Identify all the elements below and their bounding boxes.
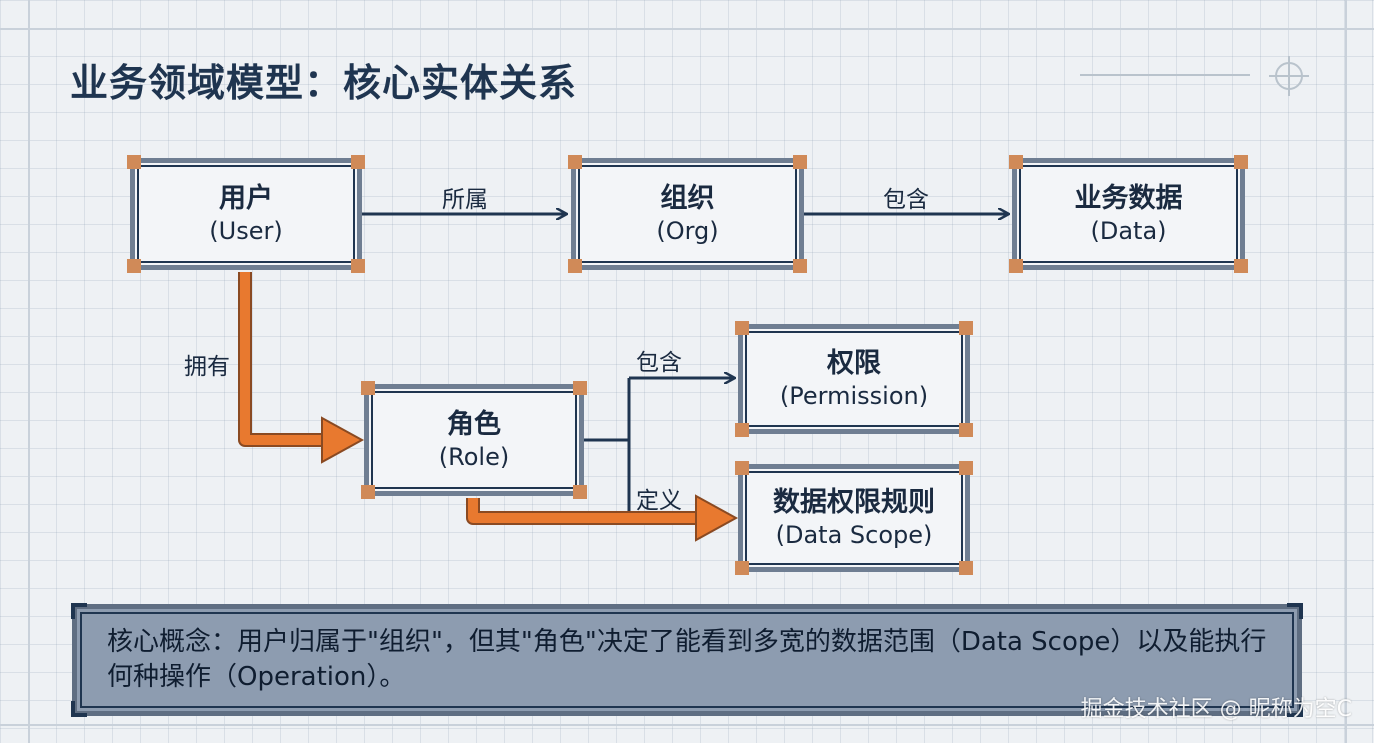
- label-role-scope: 定义: [636, 488, 682, 514]
- node-role-name: 角色: [447, 409, 501, 441]
- node-scope: 数据权限规则 (Data Scope): [735, 461, 973, 575]
- node-role: 角色 (Role): [361, 381, 587, 499]
- node-org-name: 组织: [660, 183, 715, 215]
- label-user-org: 所属: [442, 187, 488, 213]
- node-org: 组织 (Org): [568, 155, 807, 273]
- label-role-permission: 包含: [636, 350, 682, 376]
- node-data: 业务数据 (Data): [1009, 155, 1248, 273]
- edge-user-role-arrowhead: [321, 416, 365, 464]
- frame-line-left: [28, 0, 30, 743]
- frame-line-bottom: [0, 724, 1374, 726]
- frame-line-right: [1345, 0, 1347, 743]
- watermark: 掘金技术社区 @ 昵称为空C: [1080, 697, 1352, 722]
- edge-role-scope-arrowhead: [695, 494, 739, 542]
- node-data-en: (Data): [1090, 216, 1167, 245]
- node-permission-name: 权限: [827, 348, 881, 380]
- node-user: 用户 (User): [127, 155, 365, 273]
- node-org-en: (Org): [656, 216, 719, 245]
- frame-line-top: [0, 28, 1374, 30]
- node-permission-en: (Permission): [779, 381, 929, 410]
- node-scope-name: 数据权限规则: [773, 487, 935, 519]
- label-org-data: 包含: [883, 187, 929, 213]
- callout-text: 核心概念：用户归属于"组织"，但其"角色"决定了能看到多宽的数据范围（Data …: [107, 626, 1267, 692]
- edge-user-role: [238, 272, 328, 447]
- node-scope-en: (Data Scope): [775, 520, 933, 549]
- core-concept-callout: 核心概念：用户归属于"组织"，但其"角色"决定了能看到多宽的数据范围（Data …: [71, 603, 1303, 717]
- node-data-name: 业务数据: [1074, 183, 1183, 215]
- crosshair-icon: [1269, 56, 1309, 96]
- node-user-name: 用户: [219, 183, 273, 215]
- label-user-role: 拥有: [184, 354, 230, 380]
- node-role-en: (Role): [438, 442, 510, 471]
- decorative-line: [1080, 74, 1250, 76]
- page-title: 业务领域模型：核心实体关系: [70, 61, 578, 105]
- node-user-en: (User): [209, 216, 283, 245]
- node-permission: 权限 (Permission): [735, 321, 973, 437]
